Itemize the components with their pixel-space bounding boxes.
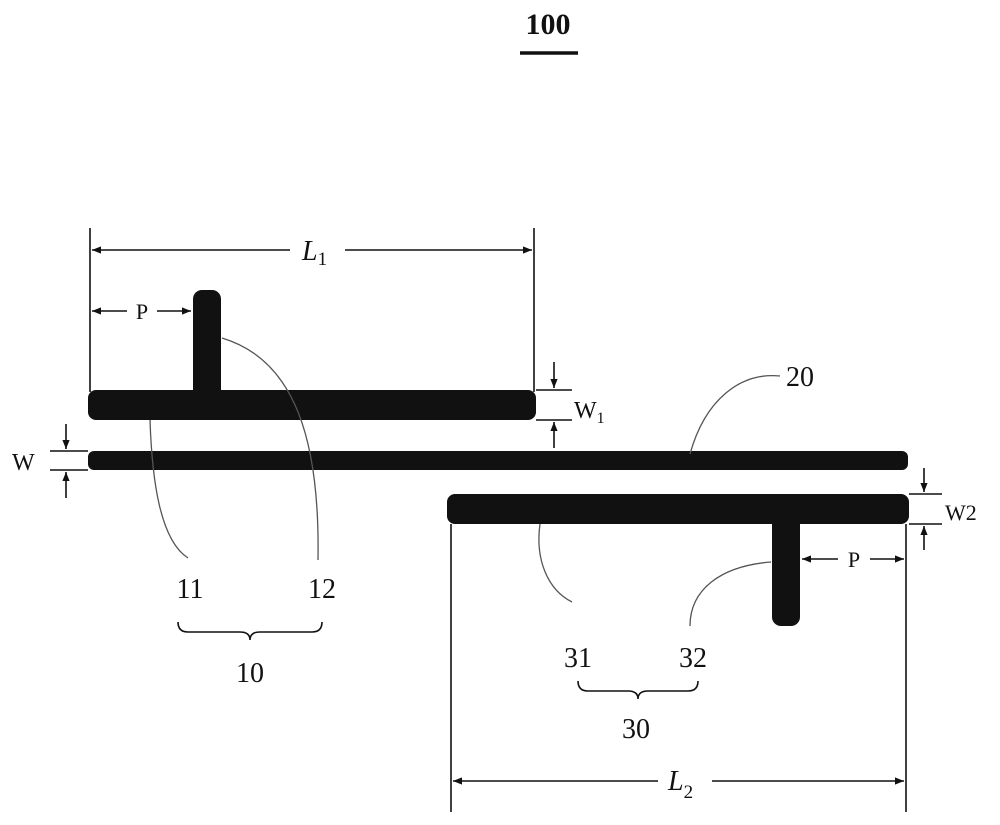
leader-11 bbox=[149, 419, 189, 559]
top-horizontal-arm bbox=[88, 390, 536, 420]
l2-label: L2 bbox=[667, 766, 693, 803]
center-transmission-line bbox=[88, 451, 908, 470]
label-12: 12 bbox=[308, 574, 336, 605]
bottom-horizontal-arm bbox=[447, 494, 909, 524]
p-bottom-label: P bbox=[848, 547, 860, 572]
label-11: 11 bbox=[177, 574, 204, 605]
figure-number: 100 bbox=[526, 8, 571, 41]
leader-31 bbox=[538, 523, 573, 603]
leader-12 bbox=[221, 337, 319, 561]
p-top-label: P bbox=[136, 299, 148, 324]
bottom-vertical-stub bbox=[772, 500, 800, 626]
w-label: W bbox=[12, 450, 35, 476]
leader-32 bbox=[689, 561, 772, 627]
label-30: 30 bbox=[622, 714, 650, 745]
l1-label: L1 bbox=[301, 236, 327, 270]
label-31: 31 bbox=[564, 643, 592, 674]
label-32: 32 bbox=[679, 643, 707, 674]
brace-30 bbox=[577, 680, 699, 700]
label-20: 20 bbox=[786, 362, 814, 393]
w2-label: W2 bbox=[945, 500, 977, 525]
top-vertical-stub bbox=[193, 290, 221, 418]
w1-label: W1 bbox=[574, 398, 605, 427]
leader-20 bbox=[689, 375, 781, 455]
brace-10 bbox=[177, 621, 323, 641]
label-10: 10 bbox=[236, 658, 264, 689]
